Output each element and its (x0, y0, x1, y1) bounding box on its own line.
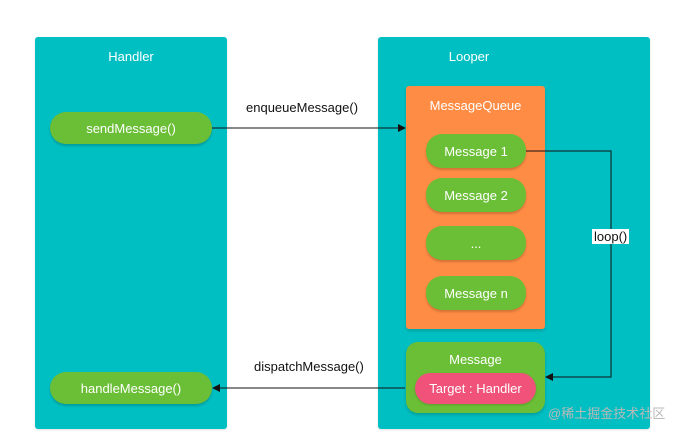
message-queue-title: MessageQueue (429, 98, 522, 113)
watermark: @稀土掘金技术社区 (548, 406, 666, 421)
dispatched-message-title: Message (449, 352, 502, 367)
handler-title: Handler (108, 49, 154, 64)
handler-panel: Handler (35, 37, 227, 429)
message-target-node: Target : Handler (415, 373, 536, 404)
dispatch-label: dispatchMessage() (254, 359, 364, 374)
queue-item-message-2: Message 2 (426, 178, 526, 212)
looper-title: Looper (448, 49, 490, 64)
loop-label: loop() (592, 229, 630, 244)
send-message-node: sendMessage() (50, 112, 212, 144)
queue-item-ellipsis: ... (426, 226, 526, 260)
loop-arrow (526, 150, 612, 381)
queue-item-message-1: Message 1 (426, 134, 526, 168)
enqueue-label: enqueueMessage() (246, 100, 359, 115)
handle-message-node: handleMessage() (50, 372, 212, 404)
queue-item-message-n: Message n (426, 276, 526, 310)
